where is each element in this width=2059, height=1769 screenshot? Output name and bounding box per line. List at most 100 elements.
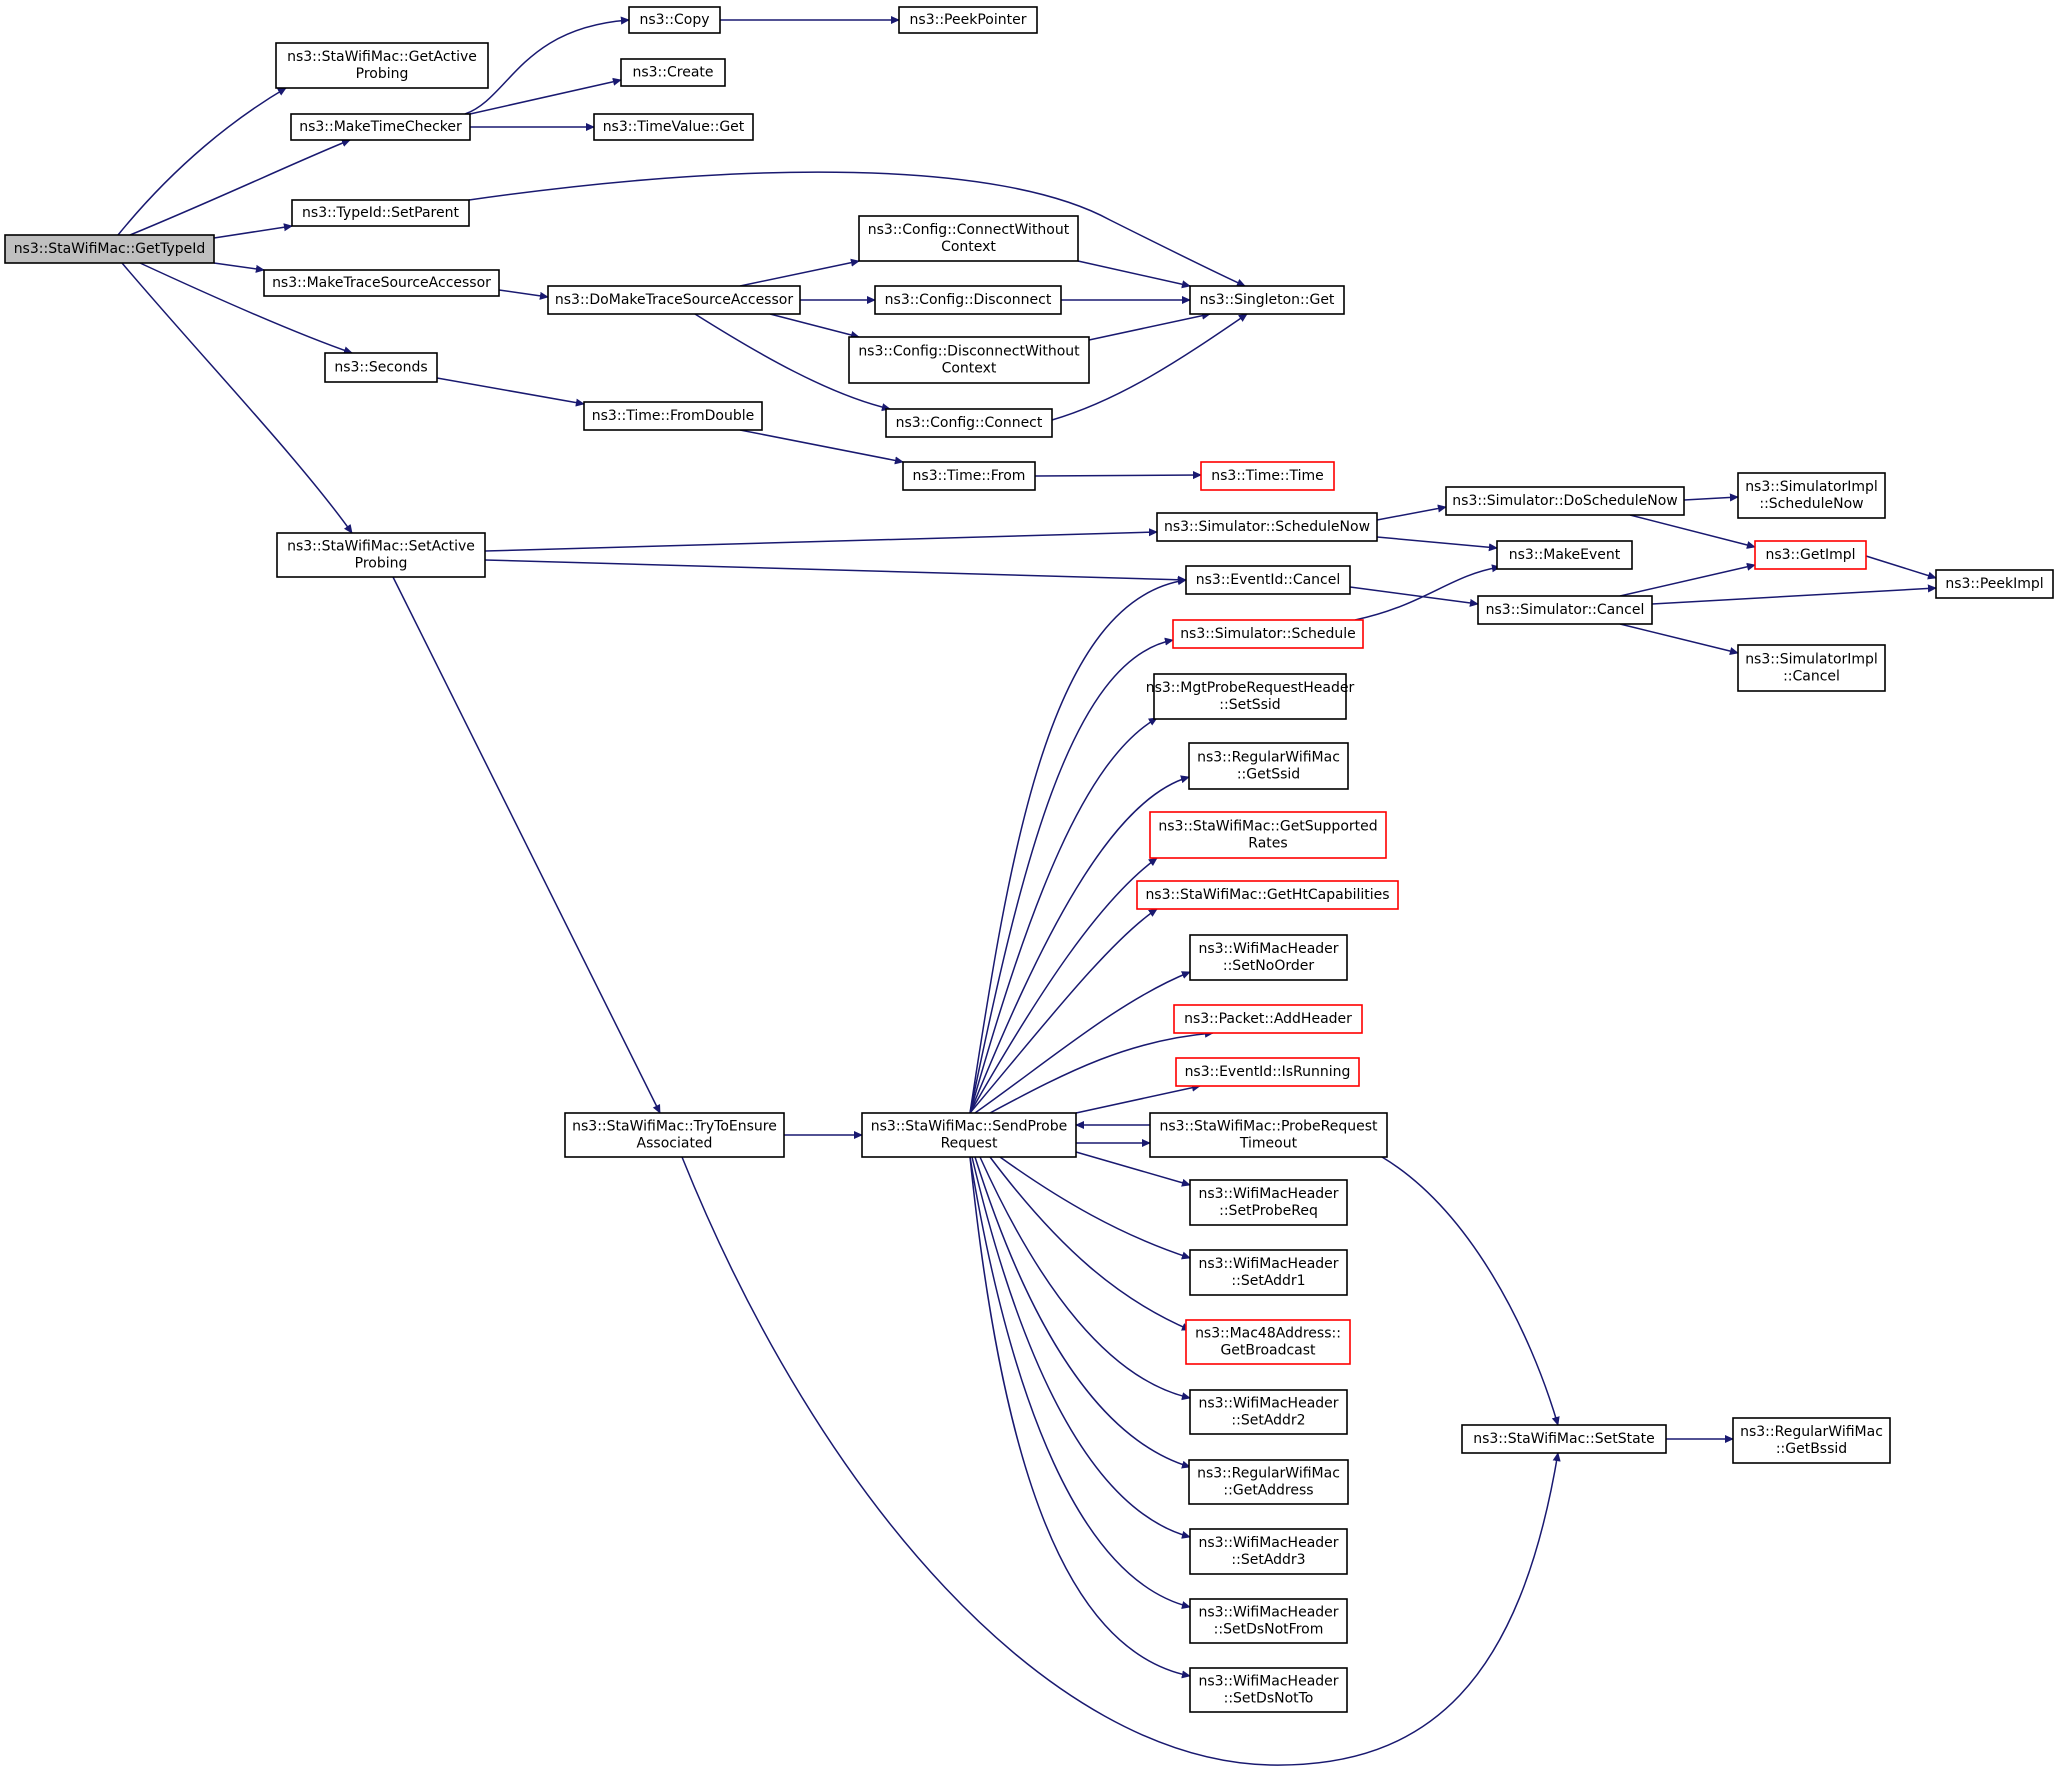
edge-root-to-makeTraceSourceAccessor bbox=[213, 262, 265, 273]
node-label-probeRequestTimeout-line2: Timeout bbox=[1239, 1136, 1298, 1152]
edge-fromDouble-to-timeFrom bbox=[739, 429, 904, 465]
node-regularGetSsid[interactable]: ns3::RegularWifiMac::GetSsid bbox=[1188, 742, 1349, 790]
node-mgtSetSsid[interactable]: ns3::MgtProbeRequestHeader::SetSsid bbox=[1146, 673, 1355, 720]
node-peekImpl[interactable]: ns3::PeekImpl bbox=[1935, 569, 2054, 599]
node-box-getSupportedRates bbox=[1149, 811, 1387, 859]
node-setAddr3[interactable]: ns3::WifiMacHeader::SetAddr3 bbox=[1189, 1528, 1348, 1575]
node-label-sendProbeRequest-line2: Request bbox=[941, 1136, 998, 1152]
node-label-tryToEnsureAssociated-line2: Associated bbox=[637, 1136, 713, 1152]
node-label-copy: ns3::Copy bbox=[639, 12, 709, 28]
node-getHtCapabilities[interactable]: ns3::StaWifiMac::GetHtCapabilities bbox=[1136, 880, 1399, 910]
edge-root-to-setActiveProbing bbox=[121, 262, 353, 534]
node-label-tryToEnsureAssociated-line1: ns3::StaWifiMac::TryToEnsure bbox=[572, 1119, 777, 1135]
node-label-fromDouble: ns3::Time::FromDouble bbox=[592, 408, 755, 424]
node-disconnect[interactable]: ns3::Config::Disconnect bbox=[874, 285, 1062, 315]
node-getImpl[interactable]: ns3::GetImpl bbox=[1754, 540, 1867, 570]
node-label-connectWithoutContext-line2: Context bbox=[941, 239, 996, 255]
node-box-setActiveProbing bbox=[276, 532, 486, 578]
node-addHeader[interactable]: ns3::Packet::AddHeader bbox=[1173, 1004, 1363, 1034]
node-doScheduleNow[interactable]: ns3::Simulator::DoScheduleNow bbox=[1445, 486, 1685, 516]
node-setDsNotTo[interactable]: ns3::WifiMacHeader::SetDsNotTo bbox=[1189, 1667, 1348, 1713]
node-label-simulatorSchedule: ns3::Simulator::Schedule bbox=[1180, 626, 1356, 642]
edge-eventIdCancel-to-simulatorCancel bbox=[1349, 586, 1479, 607]
node-isRunning[interactable]: ns3::EventId::IsRunning bbox=[1175, 1057, 1360, 1087]
node-makeTraceSourceAccessor[interactable]: ns3::MakeTraceSourceAccessor bbox=[263, 269, 500, 297]
node-getAddress[interactable]: ns3::RegularWifiMac::GetAddress bbox=[1188, 1459, 1349, 1505]
node-connect[interactable]: ns3::Config::Connect bbox=[885, 408, 1053, 438]
node-timeValueGet[interactable]: ns3::TimeValue::Get bbox=[593, 113, 754, 141]
edge-simulatorSchedule-to-makeEvent bbox=[1354, 564, 1501, 621]
node-fromDouble[interactable]: ns3::Time::FromDouble bbox=[583, 401, 763, 431]
edge-connectWithoutContext-to-singletonGet bbox=[1077, 260, 1191, 289]
node-box-getAddress bbox=[1188, 1459, 1349, 1505]
node-box-setNoOrder bbox=[1189, 934, 1348, 981]
node-implScheduleNow[interactable]: ns3::SimulatorImpl::ScheduleNow bbox=[1737, 472, 1886, 519]
node-makeTimeChecker[interactable]: ns3::MakeTimeChecker bbox=[290, 113, 471, 141]
edge-disconnectWithoutContext-to-singletonGet bbox=[1088, 311, 1211, 341]
node-setDsNotFrom[interactable]: ns3::WifiMacHeader::SetDsNotFrom bbox=[1189, 1598, 1348, 1644]
edge-getImpl-to-peekImpl bbox=[1865, 555, 1937, 580]
node-box-getBssid bbox=[1732, 1417, 1891, 1464]
edge-root-to-getActiveProbing bbox=[117, 87, 287, 236]
node-getBroadcast[interactable]: ns3::Mac48Address::GetBroadcast bbox=[1185, 1319, 1351, 1365]
node-copy[interactable]: ns3::Copy bbox=[628, 6, 721, 34]
node-typeIdSetParent[interactable]: ns3::TypeId::SetParent bbox=[291, 199, 470, 227]
node-timeFrom[interactable]: ns3::Time::From bbox=[902, 461, 1036, 491]
node-eventIdCancel[interactable]: ns3::EventId::Cancel bbox=[1185, 565, 1351, 595]
node-setNoOrder[interactable]: ns3::WifiMacHeader::SetNoOrder bbox=[1189, 934, 1348, 981]
node-simulatorSchedule[interactable]: ns3::Simulator::Schedule bbox=[1172, 619, 1364, 649]
edge-sendProbeRequest-to-setDsNotFrom bbox=[969, 1156, 1191, 1609]
node-box-getActiveProbing bbox=[275, 42, 489, 89]
node-peekPointer[interactable]: ns3::PeekPointer bbox=[898, 6, 1038, 34]
node-makeEvent[interactable]: ns3::MakeEvent bbox=[1496, 540, 1633, 570]
node-singletonGet[interactable]: ns3::Singleton::Get bbox=[1189, 285, 1345, 315]
node-label-setAddr1-line2: ::SetAddr1 bbox=[1231, 1273, 1305, 1289]
node-scheduleNow[interactable]: ns3::Simulator::ScheduleNow bbox=[1156, 512, 1378, 542]
node-label-setAddr3-line2: ::SetAddr3 bbox=[1231, 1552, 1305, 1568]
node-box-fromDouble bbox=[583, 401, 763, 431]
node-getBssid[interactable]: ns3::RegularWifiMac::GetBssid bbox=[1732, 1417, 1891, 1464]
node-setState[interactable]: ns3::StaWifiMac::SetState bbox=[1461, 1424, 1667, 1454]
node-setProbeReq[interactable]: ns3::WifiMacHeader::SetProbeReq bbox=[1189, 1179, 1348, 1226]
node-seconds[interactable]: ns3::Seconds bbox=[324, 352, 438, 383]
node-label-seconds: ns3::Seconds bbox=[334, 360, 427, 376]
node-label-makeEvent: ns3::MakeEvent bbox=[1509, 547, 1621, 563]
node-label-implCancel-line1: ns3::SimulatorImpl bbox=[1745, 652, 1878, 668]
node-box-tryToEnsureAssociated bbox=[564, 1112, 785, 1158]
node-box-implScheduleNow bbox=[1737, 472, 1886, 519]
node-simulatorCancel[interactable]: ns3::Simulator::Cancel bbox=[1477, 595, 1653, 625]
edge-sendProbeRequest-to-eventIdCancel bbox=[969, 577, 1187, 1114]
node-setAddr2[interactable]: ns3::WifiMacHeader::SetAddr2 bbox=[1189, 1389, 1348, 1435]
node-label-setDsNotTo-line2: ::SetDsNotTo bbox=[1224, 1691, 1314, 1707]
nodes-layer: ns3::StaWifiMac::GetTypeIdns3::StaWifiMa… bbox=[4, 6, 2054, 1713]
node-label-doMakeTraceSourceAccessor: ns3::DoMakeTraceSourceAccessor bbox=[555, 292, 793, 308]
node-label-doScheduleNow: ns3::Simulator::DoScheduleNow bbox=[1452, 493, 1677, 509]
node-label-typeIdSetParent: ns3::TypeId::SetParent bbox=[302, 205, 459, 221]
node-timeTime[interactable]: ns3::Time::Time bbox=[1200, 461, 1335, 491]
node-implCancel[interactable]: ns3::SimulatorImpl::Cancel bbox=[1737, 644, 1886, 692]
node-box-setProbeReq bbox=[1189, 1179, 1348, 1226]
node-box-peekPointer bbox=[898, 6, 1038, 34]
node-label-timeValueGet: ns3::TimeValue::Get bbox=[603, 119, 745, 135]
node-label-setAddr2-line1: ns3::WifiMacHeader bbox=[1198, 1396, 1338, 1412]
node-box-setDsNotTo bbox=[1189, 1667, 1348, 1713]
edge-sendProbeRequest-to-setAddr2 bbox=[979, 1156, 1191, 1401]
node-create[interactable]: ns3::Create bbox=[620, 58, 726, 87]
node-box-timeFrom bbox=[902, 461, 1036, 491]
node-label-disconnectWithoutContext-line2: Context bbox=[942, 361, 997, 377]
node-setAddr1[interactable]: ns3::WifiMacHeader::SetAddr1 bbox=[1189, 1249, 1348, 1296]
node-root[interactable]: ns3::StaWifiMac::GetTypeId bbox=[4, 234, 215, 264]
node-doMakeTraceSourceAccessor[interactable]: ns3::DoMakeTraceSourceAccessor bbox=[547, 285, 801, 315]
node-box-seconds bbox=[324, 352, 438, 383]
node-box-typeIdSetParent bbox=[291, 199, 470, 227]
node-box-doScheduleNow bbox=[1445, 486, 1685, 516]
